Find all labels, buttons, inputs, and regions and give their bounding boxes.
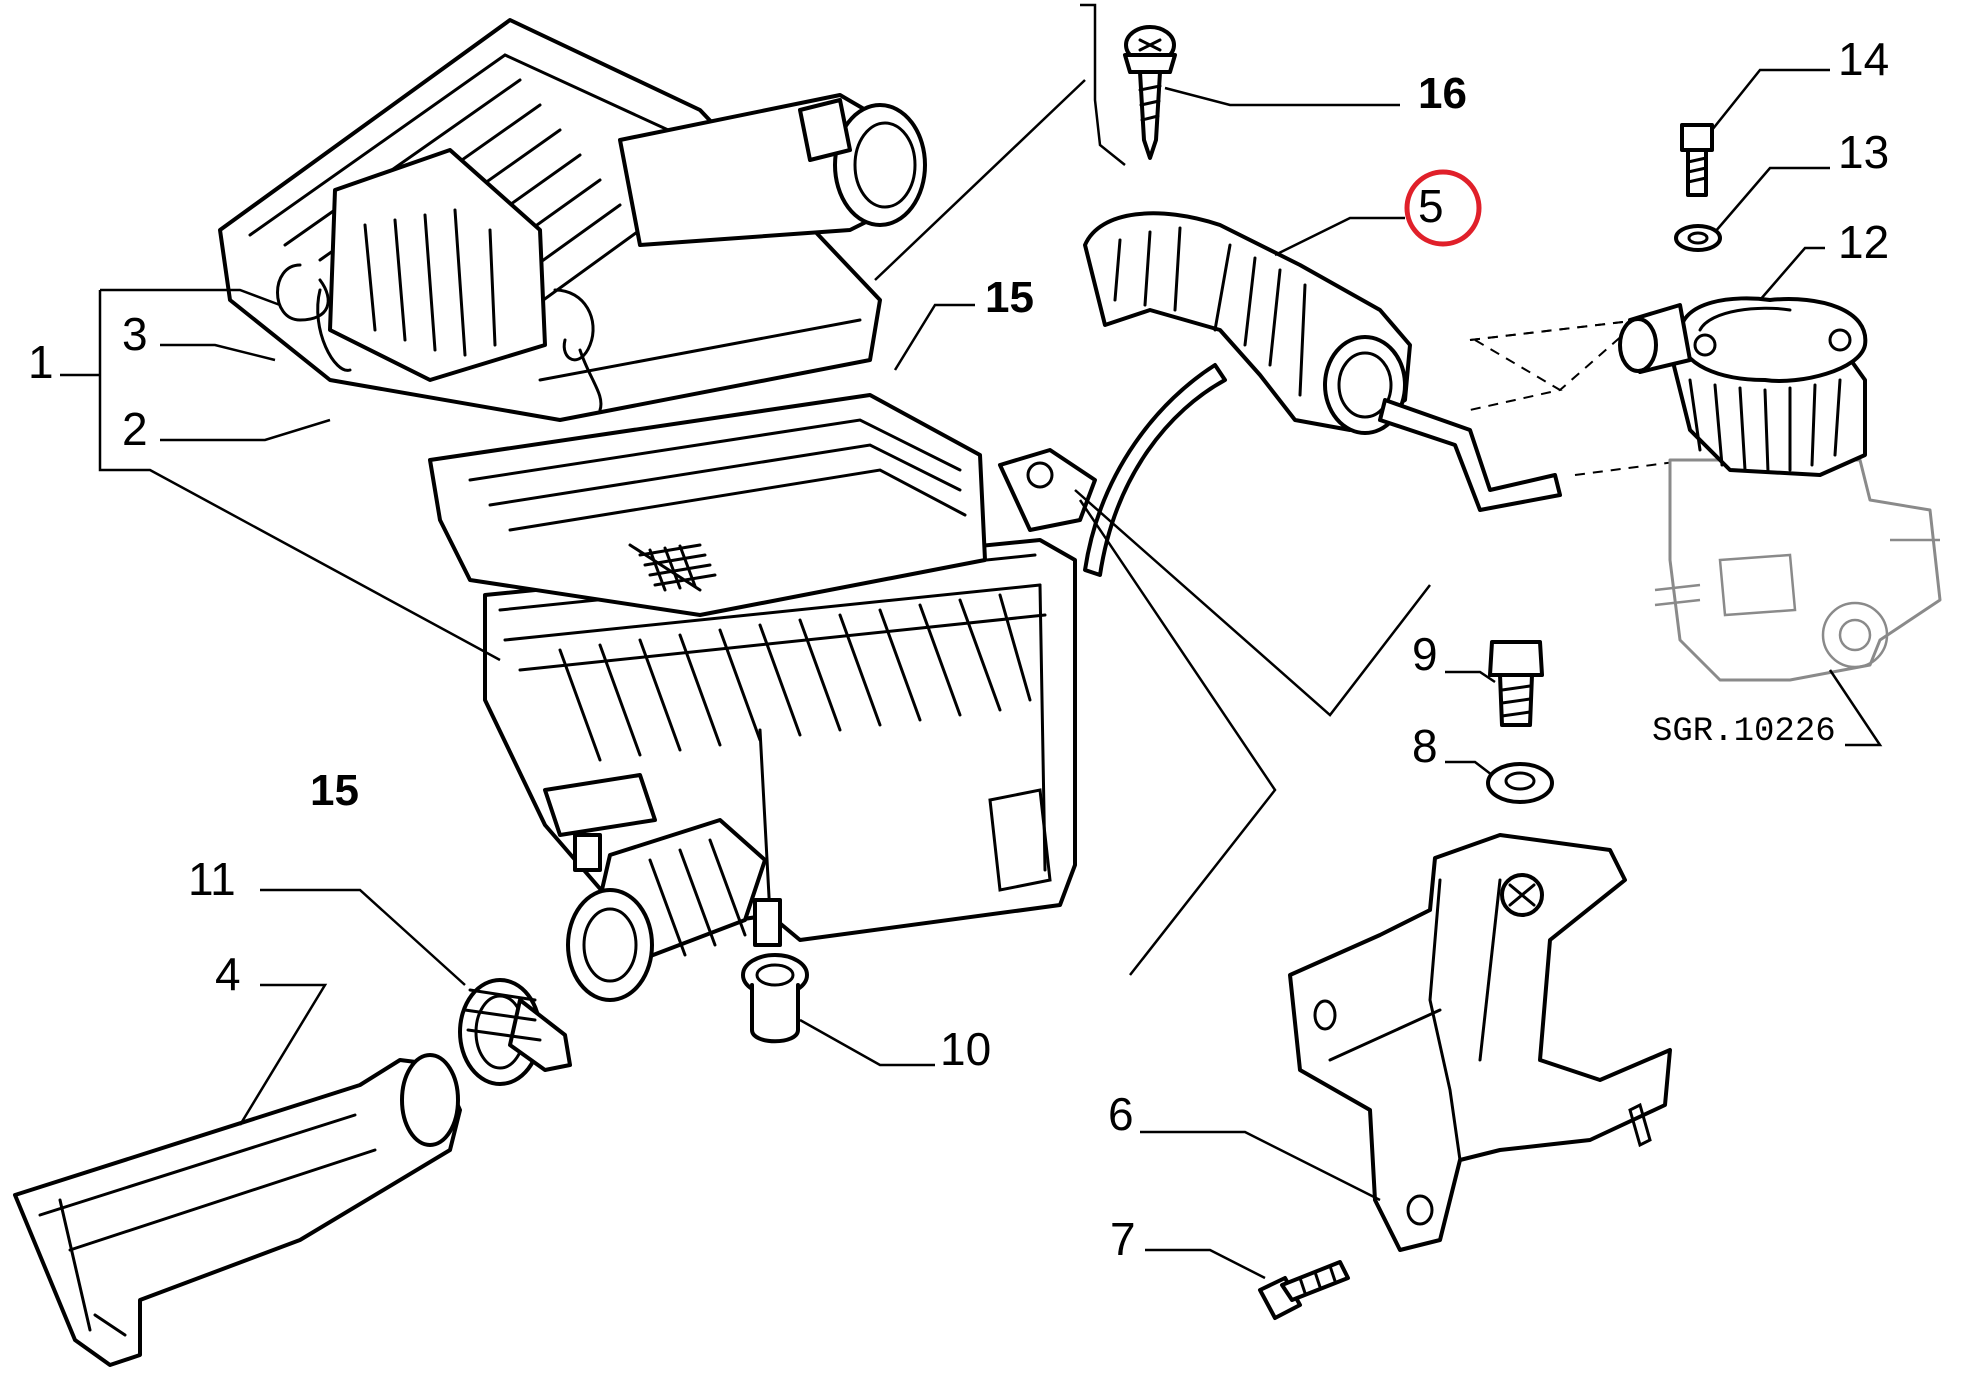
callout-16: 16 (1418, 69, 1467, 118)
callout-labels: 1 2 3 4 5 6 7 8 9 10 11 12 13 14 15 15 1… (28, 33, 1889, 1265)
filter-mesh (638, 543, 717, 592)
callout-8: 8 (1412, 720, 1438, 772)
callout-13: 13 (1838, 126, 1889, 178)
callout-2: 2 (122, 403, 148, 455)
callout-9: 9 (1412, 628, 1438, 680)
breather-valve (1618, 296, 1942, 682)
highlight-circle (1404, 169, 1482, 247)
callout-6: 6 (1108, 1088, 1134, 1140)
callout-15-bottom: 15 (310, 766, 359, 815)
callout-12: 12 (1838, 216, 1889, 268)
callout-4: 4 (215, 948, 241, 1000)
callout-11: 11 (188, 853, 236, 905)
air-filter-housing (218, 18, 1097, 1002)
callout-3: 3 (122, 308, 148, 360)
bolt-14 (1680, 123, 1714, 197)
grommet (741, 953, 809, 1044)
bolt-7 (1258, 1260, 1350, 1320)
inlet-duct (13, 1053, 462, 1367)
callout-15-top: 15 (985, 273, 1034, 322)
bolt-9 (1488, 640, 1544, 727)
leader-lines (60, 3, 1883, 1280)
screw-16 (1123, 25, 1177, 160)
mounting-bracket (1288, 833, 1672, 1252)
callout-14: 14 (1838, 33, 1889, 85)
washer-8 (1486, 762, 1554, 804)
callout-10: 10 (940, 1023, 991, 1075)
callout-5: 5 (1418, 180, 1444, 232)
callout-1: 1 (28, 336, 54, 388)
callout-7: 7 (1110, 1213, 1136, 1265)
hose-clamp (458, 978, 572, 1086)
reference-code: SGR.10226 (1652, 713, 1836, 751)
breather-hose (1083, 211, 1562, 577)
washer-13 (1674, 224, 1722, 252)
